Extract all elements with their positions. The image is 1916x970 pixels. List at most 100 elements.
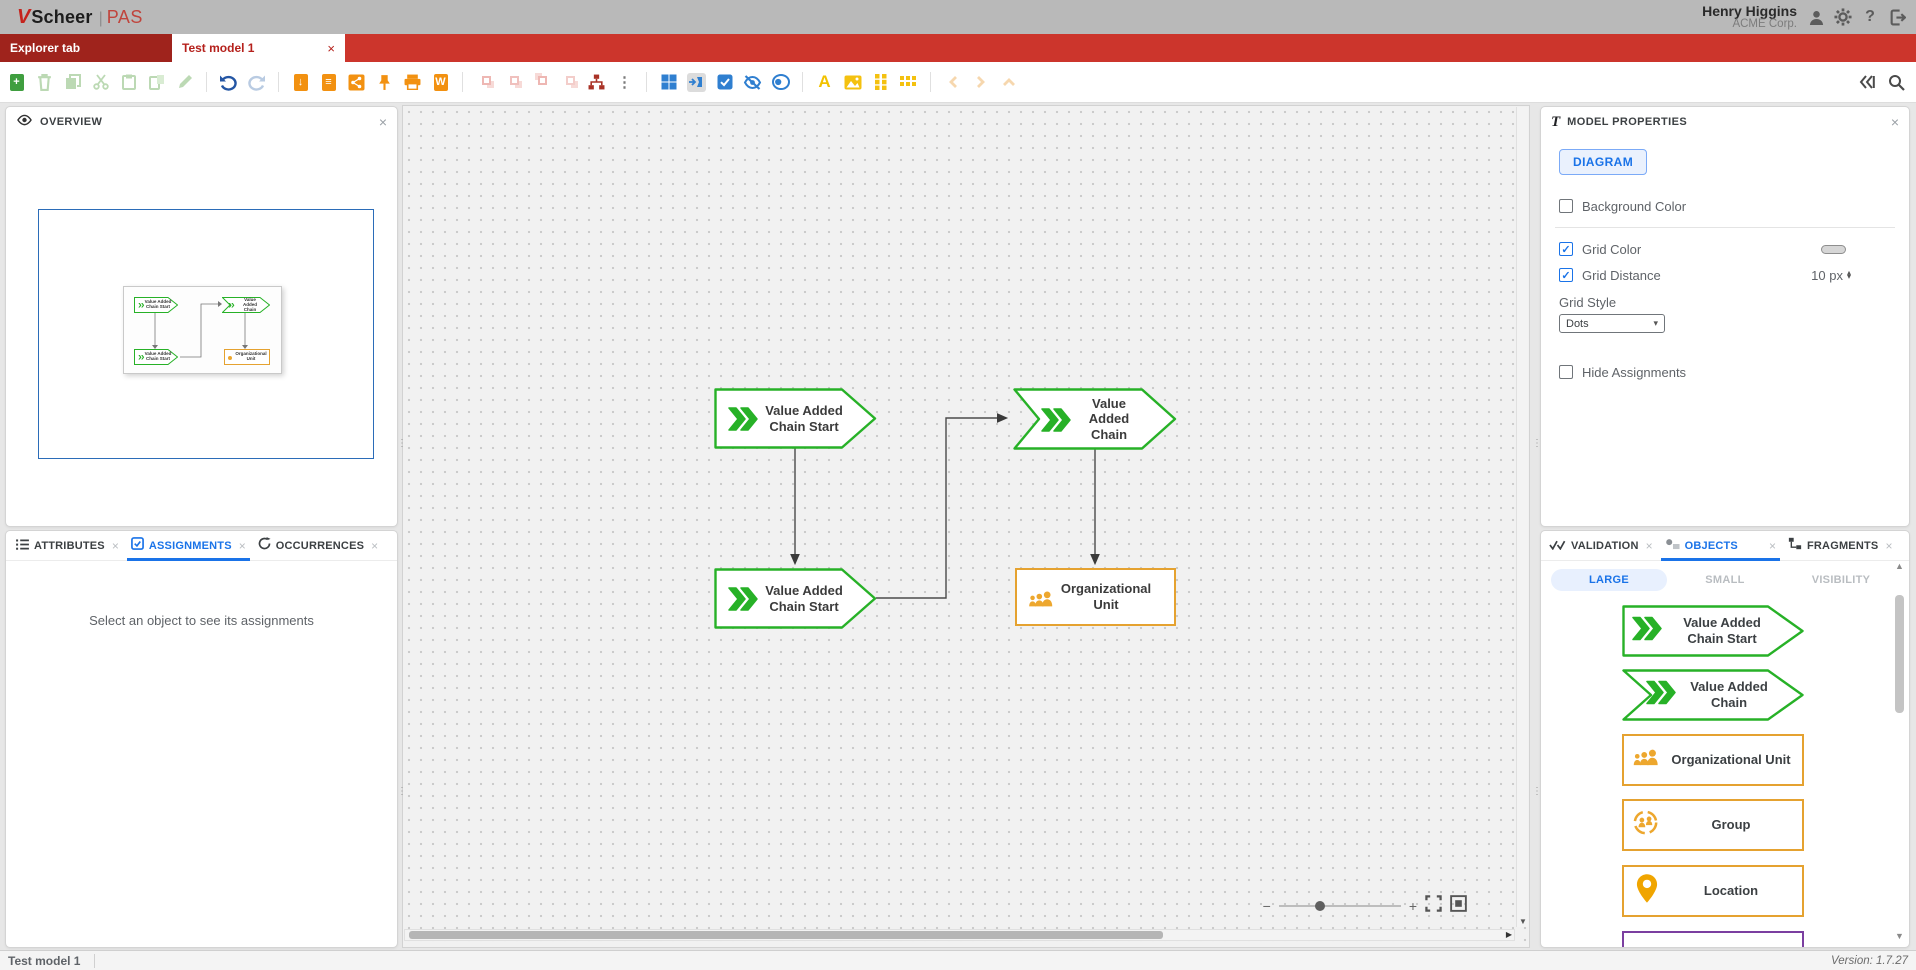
- right-splitter-handle[interactable]: ⋮: [1532, 438, 1542, 449]
- group-icon[interactable]: [475, 73, 494, 92]
- tab-attributes[interactable]: ATTRIBUTES ×: [12, 531, 123, 561]
- export-word-icon[interactable]: W: [431, 73, 450, 92]
- size-button-small[interactable]: SMALL: [1705, 574, 1745, 586]
- h-scroll-thumb[interactable]: [409, 931, 1164, 939]
- node-value-added-chain[interactable]: Value Added Chain: [1013, 388, 1177, 455]
- zoom-slider-knob[interactable]: [1314, 901, 1325, 911]
- grid-distance-checkbox[interactable]: ✓: [1559, 268, 1573, 282]
- right-splitter-handle[interactable]: ⋮: [1532, 786, 1542, 797]
- tab-explorer[interactable]: Explorer tab: [0, 34, 172, 62]
- canvas-horizontal-scrollbar[interactable]: ▶: [404, 929, 1515, 941]
- copy-icon[interactable]: [63, 73, 82, 92]
- palette-item-value-added-chain-start[interactable]: Value Added Chain Start: [1622, 605, 1804, 657]
- tab-close-icon[interactable]: ×: [327, 40, 335, 56]
- paste-special-icon[interactable]: [147, 73, 166, 92]
- user-profile-icon[interactable]: [1807, 8, 1825, 26]
- layout-vertical-icon[interactable]: [871, 73, 890, 92]
- pin-model-icon[interactable]: [375, 73, 394, 92]
- actual-size-icon[interactable]: [1450, 895, 1467, 917]
- nav-back-icon[interactable]: [943, 73, 962, 92]
- diagram-canvas[interactable]: Value Added Chain Start Value Added Chai…: [402, 105, 1530, 948]
- tab-close-icon[interactable]: ×: [1645, 538, 1653, 553]
- node-organizational-unit[interactable]: Organizational Unit: [1015, 568, 1176, 626]
- scroll-down-arrow[interactable]: ▼: [1895, 931, 1904, 941]
- report-icon[interactable]: ≡: [319, 73, 338, 92]
- overview-close-icon[interactable]: ×: [378, 114, 387, 130]
- scroll-down-arrow[interactable]: ▼: [1519, 917, 1527, 926]
- palette-item-location[interactable]: Location: [1622, 865, 1804, 917]
- tab-objects[interactable]: OBJECTS ×: [1660, 531, 1781, 561]
- palette-item-group[interactable]: Group: [1622, 799, 1804, 851]
- grid-color-checkbox[interactable]: ✓: [1559, 242, 1573, 256]
- size-button-large[interactable]: LARGE: [1551, 569, 1667, 591]
- left-splitter-handle[interactable]: ⋮: [397, 786, 407, 797]
- insert-image-icon[interactable]: [843, 73, 862, 92]
- export-model-icon[interactable]: ↓: [291, 73, 310, 92]
- zoom-in-button[interactable]: +: [1408, 898, 1417, 914]
- multi-select-icon[interactable]: [715, 73, 734, 92]
- hierarchy-icon[interactable]: [587, 73, 606, 92]
- undo-icon[interactable]: [219, 73, 238, 92]
- edit-pencil-icon[interactable]: [175, 73, 194, 92]
- search-icon[interactable]: [1887, 73, 1906, 92]
- hide-assignments-checkbox[interactable]: [1559, 365, 1573, 379]
- node-value-added-chain-start[interactable]: Value Added Chain Start: [714, 568, 877, 634]
- tab-validation[interactable]: VALIDATION ×: [1545, 531, 1657, 561]
- left-splitter-handle[interactable]: ⋮: [397, 438, 407, 449]
- redo-icon[interactable]: [247, 73, 266, 92]
- palette-item-organizational-unit[interactable]: Organizational Unit: [1622, 734, 1804, 786]
- tab-close-icon[interactable]: ×: [1768, 538, 1776, 553]
- tab-close-icon[interactable]: ×: [1885, 538, 1893, 553]
- scroll-thumb[interactable]: [1895, 595, 1904, 713]
- canvas-vertical-scrollbar[interactable]: ▼: [1516, 107, 1528, 927]
- nav-forward-icon[interactable]: [971, 73, 990, 92]
- extract-icon[interactable]: [531, 73, 550, 92]
- background-color-checkbox[interactable]: [1559, 199, 1573, 213]
- toggle-connections-icon[interactable]: [771, 73, 790, 92]
- nav-up-icon[interactable]: [999, 73, 1018, 92]
- scroll-up-arrow[interactable]: ▲: [1895, 561, 1904, 571]
- diagram-button[interactable]: DIAGRAM: [1559, 149, 1648, 175]
- ungroup-icon[interactable]: [559, 73, 578, 92]
- model-properties-close-icon[interactable]: ×: [1890, 114, 1899, 130]
- help-icon[interactable]: ?: [1865, 8, 1875, 25]
- tab-close-icon[interactable]: ×: [111, 538, 119, 553]
- objects-scrollbar[interactable]: ▲ ▼: [1893, 559, 1906, 943]
- settings-gear-icon[interactable]: [1834, 8, 1852, 26]
- logout-icon[interactable]: [1888, 8, 1906, 26]
- zoom-slider[interactable]: [1278, 901, 1401, 911]
- minimap-content[interactable]: Value Added Chain Start Value Added Chai…: [123, 286, 282, 374]
- more-options-icon[interactable]: ⋮: [617, 74, 632, 91]
- grid-distance-value[interactable]: 10 px: [1811, 267, 1843, 283]
- collapse-toolbar-icon[interactable]: [1858, 73, 1877, 92]
- grid-style-select[interactable]: Dots ▾: [1559, 314, 1665, 333]
- pin-horizontal-icon[interactable]: [687, 72, 706, 92]
- tab-close-icon[interactable]: ×: [238, 538, 246, 553]
- zoom-out-button[interactable]: −: [1262, 898, 1271, 914]
- scroll-right-arrow[interactable]: ▶: [1505, 930, 1512, 939]
- share-model-icon[interactable]: [347, 73, 366, 92]
- fit-screen-icon[interactable]: [1425, 895, 1442, 917]
- layout-horizontal-icon[interactable]: [899, 73, 918, 92]
- delete-icon[interactable]: [35, 73, 54, 92]
- tab-fragments[interactable]: FRAGMENTS ×: [1784, 531, 1896, 561]
- cut-icon[interactable]: [91, 73, 110, 92]
- logo-mark-icon: V: [17, 5, 31, 28]
- tab-close-icon[interactable]: ×: [371, 538, 379, 553]
- grid-distance-spinner[interactable]: ▴▾: [1846, 267, 1851, 281]
- node-value-added-chain-start[interactable]: Value Added Chain Start: [714, 388, 877, 454]
- paste-icon[interactable]: [119, 73, 138, 92]
- hide-elements-icon[interactable]: [743, 73, 762, 92]
- size-button-visibility[interactable]: VISIBILITY: [1811, 574, 1871, 586]
- tab-test-model-1[interactable]: Test model 1 ×: [172, 34, 345, 62]
- palette-item-value-added-chain[interactable]: Value Added Chain: [1622, 669, 1804, 721]
- merge-icon[interactable]: [503, 73, 522, 92]
- align-grid-icon[interactable]: [659, 73, 678, 92]
- new-model-icon[interactable]: +: [7, 73, 26, 92]
- tab-assignments[interactable]: ASSIGNMENTS ×: [126, 531, 250, 561]
- palette-item-partial[interactable]: [1622, 931, 1804, 947]
- grid-color-swatch[interactable]: [1821, 244, 1846, 254]
- tab-occurrences[interactable]: OCCURRENCES ×: [254, 531, 382, 561]
- print-model-icon[interactable]: [403, 73, 422, 92]
- font-color-icon[interactable]: A: [818, 72, 831, 91]
